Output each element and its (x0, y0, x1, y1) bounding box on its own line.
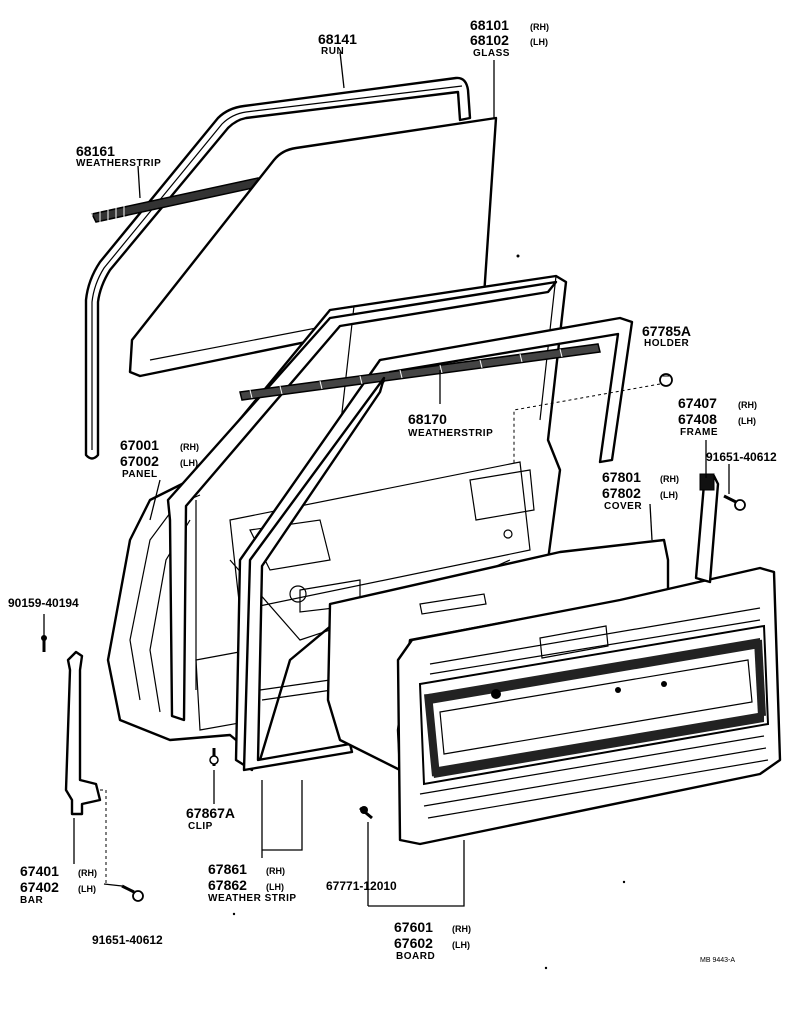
door-weather-strip-side-rh: (RH) (266, 866, 285, 876)
holder-part-name: HOLDER (644, 338, 690, 349)
glass-part-number-lh: 68102 (470, 32, 509, 48)
leader-lines (43, 51, 730, 907)
bar-side-lh: (LH) (78, 884, 96, 894)
drawing-reference-code: MB 9443-A (700, 957, 735, 964)
cover-part-name: COVER (604, 501, 642, 512)
cover-drawing (326, 538, 670, 772)
cover-side-lh: (LH) (660, 490, 678, 500)
clip-drawing (209, 748, 219, 766)
board-side-lh: (LH) (452, 940, 470, 950)
run-part-name: RUN (321, 46, 344, 57)
glass-part-number-rh: 68101 (470, 17, 509, 33)
bar-side-rh: (RH) (78, 868, 97, 878)
cover-side-rh: (RH) (660, 474, 679, 484)
board-part-name: BOARD (396, 951, 435, 962)
holder-part-number: 67785A (642, 323, 691, 339)
panel-part-number-lh: 67002 (120, 453, 159, 469)
outer-weatherstrip-part-number: 68161 (76, 143, 115, 159)
inner-weatherstrip-part-number: 68170 (408, 411, 447, 427)
door-weather-strip-part-name: WEATHER STRIP (208, 893, 297, 904)
panel-side-lh: (LH) (180, 458, 198, 468)
panel-part-name: PANEL (122, 469, 158, 480)
screw-part-number: 90159-40194 (8, 596, 79, 610)
bar-part-name: BAR (20, 895, 43, 906)
inner-weatherstrip-part-name: WEATHERSTRIP (408, 428, 493, 439)
frame-bolt-drawing (723, 494, 746, 511)
bar-bolt-drawing (121, 884, 144, 902)
door-weather-strip-part-number-lh: 67862 (208, 877, 247, 893)
frame-part-number-lh: 67408 (678, 411, 717, 427)
board-clip-drawing (359, 806, 373, 820)
glass-run-drawing (84, 76, 472, 460)
board-clip-part-number: 67771-12010 (326, 879, 397, 893)
frame-side-rh: (RH) (738, 400, 757, 410)
board-part-number-rh: 67601 (394, 919, 433, 935)
clip-part-number: 67867A (186, 805, 235, 821)
inner-weatherstrip-drawing (239, 343, 601, 401)
cover-part-number-lh: 67802 (602, 485, 641, 501)
cover-part-number-rh: 67801 (602, 469, 641, 485)
panel-part-number-rh: 67001 (120, 437, 159, 453)
outer-weatherstrip-part-name: WEATHERSTRIP (76, 158, 161, 169)
door-weather-strip-part-number-rh: 67861 (208, 861, 247, 877)
board-side-rh: (RH) (452, 924, 471, 934)
frame-bolt-part-number: 91651-40612 (706, 450, 777, 464)
panel-side-rh: (RH) (180, 442, 199, 452)
frame-drawing (694, 473, 720, 584)
glass-side-lh: (LH) (530, 37, 548, 47)
run-part-number: 68141 (318, 31, 357, 47)
board-part-number-lh: 67602 (394, 935, 433, 951)
bar-bolt-part-number: 91651-40612 (92, 933, 163, 947)
frame-part-number-rh: 67407 (678, 395, 717, 411)
bar-part-number-rh: 67401 (20, 863, 59, 879)
bar-drawing (64, 650, 107, 884)
glass-part-name: GLASS (473, 48, 510, 59)
glass-side-rh: (RH) (530, 22, 549, 32)
frame-part-name: FRAME (680, 427, 718, 438)
door-trim-board-drawing (396, 566, 782, 846)
door-weather-strip-side-lh: (LH) (266, 882, 284, 892)
door-weather-strip-drawing (242, 376, 386, 772)
bar-part-number-lh: 67402 (20, 879, 59, 895)
clip-part-name: CLIP (188, 821, 213, 832)
holder-drawing (513, 373, 673, 464)
screw-drawing (41, 635, 47, 652)
frame-side-lh: (LH) (738, 416, 756, 426)
